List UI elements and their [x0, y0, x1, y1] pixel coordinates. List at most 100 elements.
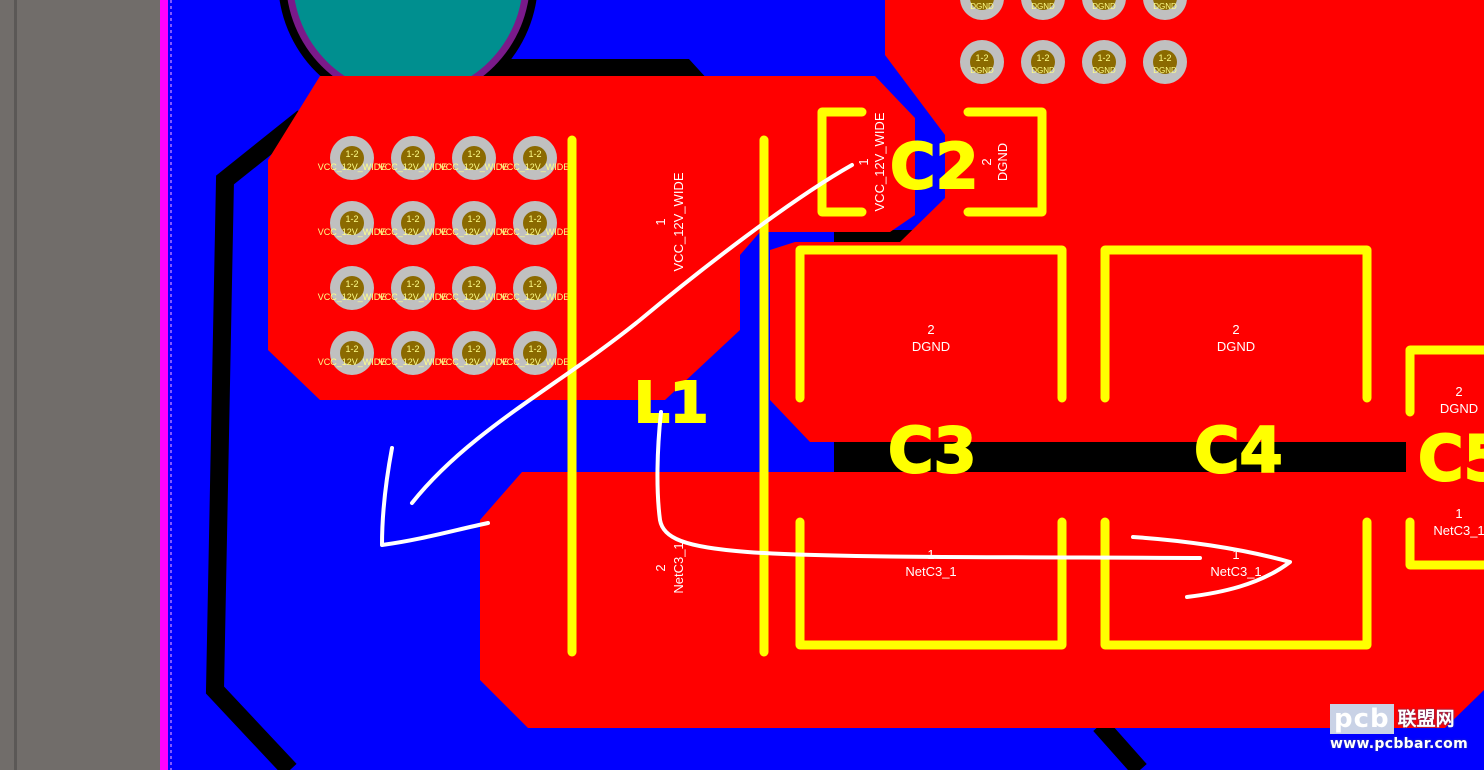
- c2-pad1-number: 1: [856, 158, 871, 165]
- c2-outline-right: [963, 107, 1047, 217]
- l1-pad1-number: 1: [653, 218, 668, 225]
- c5-pad2-number: 2: [1455, 384, 1462, 399]
- via-net-label: DGND: [1092, 66, 1116, 75]
- via-layer-label: 1-2: [345, 214, 358, 224]
- via-grid-dgnd: 1-2DGND1-2DGND1-2DGND1-2DGND1-2DGND1-2DG…: [960, 0, 1187, 84]
- via-hole: [523, 276, 547, 300]
- via-layer-label: 1-2: [345, 344, 358, 354]
- via-layer-label: 1-2: [467, 279, 480, 289]
- annotation-arrowhead-netc3: [1131, 535, 1292, 599]
- via-net-label: VCC_12V_WIDE: [501, 227, 570, 237]
- via-net-label: VCC_12V_WIDE: [379, 227, 448, 237]
- via-net-label: DGND: [1153, 2, 1177, 11]
- copper-pour-dgnd-top: [770, 0, 1484, 442]
- via-net-label: VCC_12V_WIDE: [318, 227, 387, 237]
- via-layer-label: 1-2: [528, 214, 541, 224]
- via-hole: [340, 146, 364, 170]
- l1-pad2-net: NetC3_1: [671, 542, 686, 593]
- via-net-label: VCC_12V_WIDE: [440, 227, 509, 237]
- via-hole: [523, 146, 547, 170]
- via-layer-label: 1-2: [467, 149, 480, 159]
- c2-outline-left: [817, 107, 867, 217]
- via-layer-label: 1-2: [467, 344, 480, 354]
- c2-pad1-net: VCC_12V_WIDE: [872, 112, 887, 211]
- via-hole: [970, 50, 994, 74]
- via-hole: [1092, 0, 1116, 10]
- via-net-label: VCC_12V_WIDE: [501, 292, 570, 302]
- via-hole: [340, 341, 364, 365]
- watermark-url: www.pcbbar.com: [1330, 736, 1468, 752]
- via-net-label: DGND: [1153, 66, 1177, 75]
- via-net-label: VCC_12V_WIDE: [379, 162, 448, 172]
- via-hole: [401, 341, 425, 365]
- via-hole: [1153, 50, 1177, 74]
- via-layer-label: 1-2: [975, 53, 988, 63]
- copper-pour-netc3: [480, 472, 1484, 728]
- designator-l1: L1: [634, 371, 709, 436]
- c4-pad2-net: DGND: [1217, 339, 1255, 354]
- via-layer-label: 1-2: [345, 149, 358, 159]
- designator-c2: C2: [890, 130, 979, 203]
- via-layer-label: 1-2: [528, 279, 541, 289]
- watermark-cn-name: 联盟网: [1397, 708, 1455, 730]
- c3-outline-bottom: [795, 517, 1067, 650]
- via-layer-label: 1-2: [1158, 53, 1171, 63]
- via-net-label: DGND: [1031, 2, 1055, 11]
- c2-pad2-number: 2: [979, 158, 994, 165]
- c5-outline-bottom: [1405, 517, 1484, 570]
- via-hole: [401, 146, 425, 170]
- c5-outline-top: [1405, 345, 1484, 417]
- via-net-label: VCC_12V_WIDE: [440, 357, 509, 367]
- c4-pad2-number: 2: [1232, 322, 1239, 337]
- annotation-arrow-vcc: [410, 163, 854, 505]
- via-layer-label: 1-2: [406, 344, 419, 354]
- c3-pad2-number: 2: [927, 322, 934, 337]
- board-edge-line: [160, 0, 168, 770]
- via-hole: [401, 276, 425, 300]
- c3-pad1-number: 1: [927, 547, 934, 562]
- left-sidebar-panel: [0, 0, 160, 770]
- via-net-label: VCC_12V_WIDE: [501, 162, 570, 172]
- c5-pad1-net: NetC3_1: [1433, 523, 1484, 538]
- via-net-label: VCC_12V_WIDE: [501, 357, 570, 367]
- via-grid-vcc: 1-2VCC_12V_WIDE1-2VCC_12V_WIDE1-2VCC_12V…: [318, 136, 570, 375]
- via-net-label: DGND: [1031, 66, 1055, 75]
- c3-pad1-net: NetC3_1: [905, 564, 956, 579]
- via-net-label: VCC_12V_WIDE: [318, 162, 387, 172]
- via-net-label: DGND: [970, 66, 994, 75]
- annotation-arrow-netc3: [655, 410, 1202, 560]
- via-hole: [1031, 50, 1055, 74]
- designator-c3: C3: [888, 414, 977, 487]
- annotation-arrowhead-vcc: [380, 446, 490, 547]
- l1-pad2-number: 2: [653, 564, 668, 571]
- c4-outline-bottom: [1100, 517, 1372, 650]
- l1-pad1-net: VCC_12V_WIDE: [671, 172, 686, 271]
- via-hole: [523, 211, 547, 235]
- c2-pad2-net: DGND: [995, 143, 1010, 181]
- via-hole: [1153, 0, 1177, 10]
- via-layer-label: 1-2: [528, 149, 541, 159]
- via-hole: [340, 211, 364, 235]
- via-net-label: VCC_12V_WIDE: [318, 357, 387, 367]
- via-hole: [340, 276, 364, 300]
- c5-pad2-net: DGND: [1440, 401, 1478, 416]
- via-net-label: VCC_12V_WIDE: [440, 292, 509, 302]
- via-layer-label: 1-2: [1036, 53, 1049, 63]
- c4-outline-top: [1100, 245, 1372, 403]
